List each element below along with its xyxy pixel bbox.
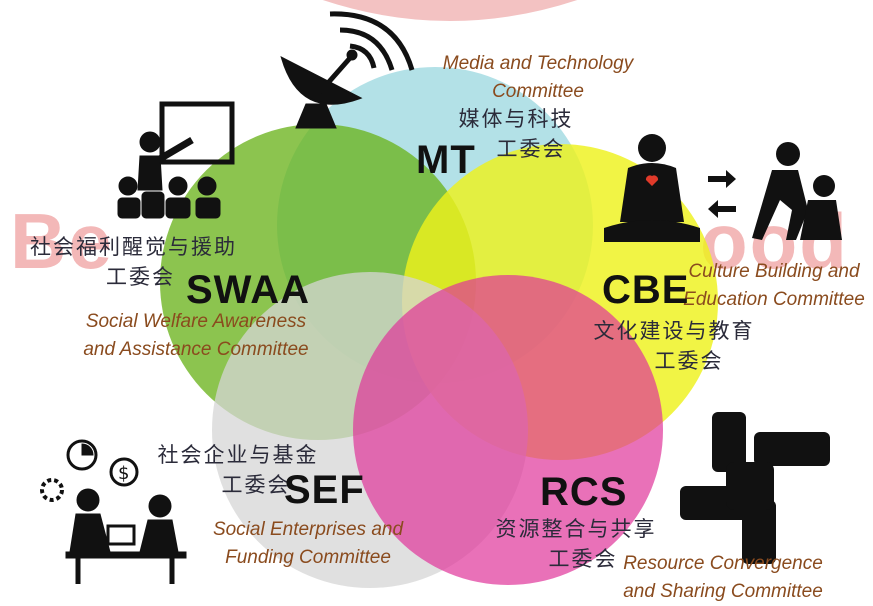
cbe-chinese-name: 文化建设与教育 工委会 — [593, 319, 755, 373]
satellite-dish-icon — [280, 11, 415, 129]
sef-english-name: Social Enterprises and Funding Committee — [212, 519, 404, 568]
cbe-english-name: Culture Building and Education Committee — [683, 261, 865, 310]
rcs-english-name: Resource Convergence and Sharing Committ… — [623, 553, 823, 602]
svg-text:$: $ — [118, 463, 129, 484]
watermark-left: Be — [10, 197, 114, 285]
swaa-english-name: Social Welfare Awareness and Assistance … — [83, 311, 309, 360]
business-meeting-icon: $ — [40, 439, 187, 584]
sef-abbr: SEF — [284, 468, 365, 512]
cbe-abbr: CBE — [602, 268, 690, 312]
rcs-abbr: RCS — [540, 470, 628, 514]
teacher-audience-icon — [117, 101, 235, 219]
mt-english-name: Media and Technology Committee — [442, 53, 634, 102]
joined-hands-icon — [680, 412, 830, 564]
circle-rcs — [353, 275, 663, 585]
mt-chinese-name: 媒体与科技 工委会 — [458, 107, 574, 161]
helping-hand-icon — [752, 142, 842, 240]
swaa-chinese-name: 社会福利醒觉与援助 工委会 — [30, 235, 237, 289]
meditation-heart-icon — [604, 134, 700, 242]
swaa-abbr: SWAA — [186, 268, 310, 312]
exchange-arrows-icon — [708, 170, 736, 218]
mt-abbr: MT — [416, 138, 476, 182]
sef-chinese-name: 社会企业与基金 工委会 — [157, 443, 319, 497]
rcs-chinese-name: 资源整合与共享 工委会 — [495, 517, 657, 571]
